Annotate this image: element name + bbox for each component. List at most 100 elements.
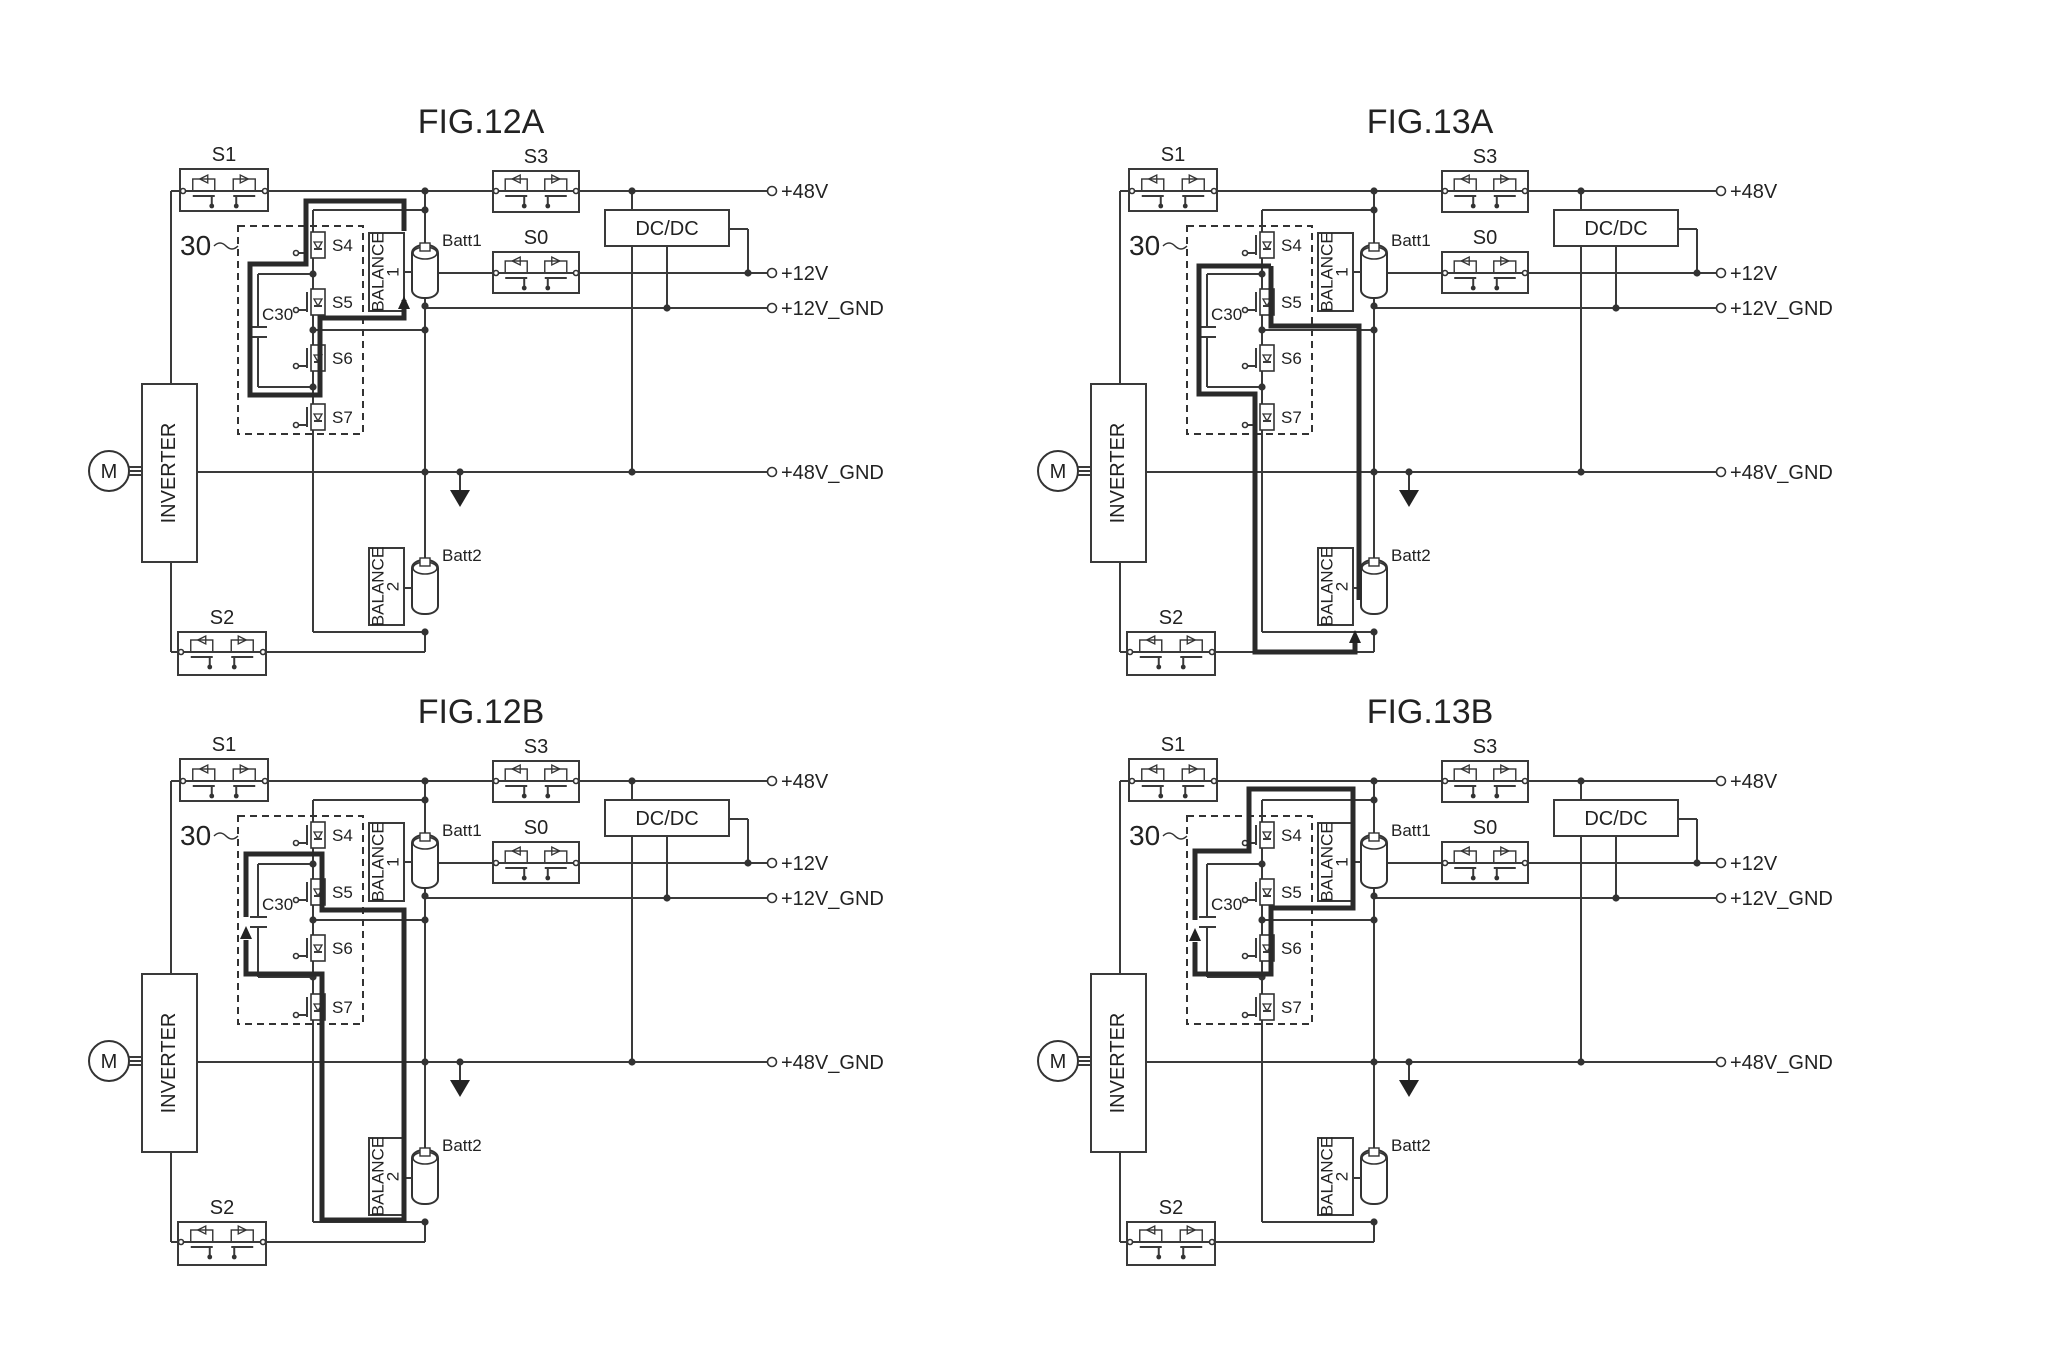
dcdc-converter: DC/DC (604, 799, 730, 837)
junction-dot (1370, 302, 1378, 310)
diode-icon (1188, 763, 1199, 775)
gate-terminal-icon (292, 249, 300, 257)
diode-icon (551, 255, 562, 267)
capacitor-label: C30 (1211, 305, 1242, 324)
junction-dot (421, 1058, 429, 1066)
terminal-label-48v_gnd: +48V_GND (1730, 1052, 1833, 1074)
switch-label-s4: S4 (1281, 826, 1302, 845)
terminal-icon (1715, 1056, 1727, 1068)
motor-label: M (1050, 461, 1067, 483)
terminal-label-12v_gnd: +12V_GND (1730, 298, 1833, 320)
gate-terminal-icon (233, 793, 239, 799)
diode-icon (1145, 1224, 1156, 1236)
mosfet-icon (1179, 1224, 1203, 1260)
balance-number: 1 (1333, 267, 1352, 276)
diode-icon (312, 298, 324, 308)
diode-icon (510, 255, 521, 267)
dcdc-label: DC/DC (635, 808, 698, 830)
junction-dot (421, 206, 429, 214)
switch-label-s6: S6 (1281, 939, 1302, 958)
gate-terminal-icon (292, 362, 300, 370)
diode-icon (1261, 241, 1273, 251)
inverter: INVERTER (1090, 383, 1147, 563)
junction-dot (663, 894, 671, 902)
mosfet-icon (1181, 763, 1205, 799)
inverter-box (1090, 973, 1147, 1153)
battery-label: Batt2 (1391, 1136, 1431, 1155)
battery-label: Batt1 (442, 821, 482, 840)
diode-icon (312, 944, 324, 954)
gate-terminal-icon (1241, 249, 1249, 257)
gate-terminal-icon (521, 203, 527, 209)
battery-label: Batt1 (442, 231, 482, 250)
junction-dot (744, 269, 752, 277)
mosfet-icon (1179, 634, 1203, 670)
mosfet-icon (292, 231, 326, 259)
current-direction-arrow-icon (1189, 928, 1201, 941)
inverter-box (141, 973, 198, 1153)
switch-label-s4: S4 (332, 826, 353, 845)
gate-terminal-icon (1241, 306, 1249, 314)
switch-label: S3 (524, 736, 548, 758)
switch-s3: S3 (492, 146, 580, 213)
gate-terminal-icon (1156, 1254, 1162, 1260)
gate-terminal-icon (1470, 285, 1476, 291)
figure-title: FIG.13B (1367, 693, 1494, 731)
gate-terminal-icon (1470, 793, 1476, 799)
highlighted-current-path (243, 851, 325, 917)
junction-dot (421, 468, 429, 476)
switch-label: S0 (1473, 227, 1497, 249)
diode-icon (1188, 173, 1199, 185)
diode-icon (239, 763, 250, 775)
gate-terminal-icon (292, 1011, 300, 1019)
gate-terminal-icon (292, 896, 300, 904)
gate-terminal-icon (521, 793, 527, 799)
switch-s1: S1 (179, 144, 269, 212)
junction-dot (1370, 628, 1378, 636)
battery-2: Batt2 (1360, 1136, 1431, 1205)
dcdc-box (604, 209, 730, 247)
diode-icon (1500, 763, 1511, 775)
mosfet-icon (1241, 878, 1275, 906)
inverter-label: INVERTER (1107, 1013, 1129, 1114)
ground-icon (450, 1080, 470, 1097)
switch-s0: S0 (1441, 227, 1529, 294)
junction-dot (421, 916, 429, 924)
junction-dot (421, 302, 429, 310)
capacitor-label: C30 (262, 895, 293, 914)
battery-label: Batt1 (1391, 821, 1431, 840)
switch-label-s5: S5 (1281, 883, 1302, 902)
diode-icon (1145, 634, 1156, 646)
balance-box (1317, 232, 1354, 312)
gate-terminal-icon (545, 203, 551, 209)
switch-label-s5: S5 (332, 293, 353, 312)
mosfet-icon (1453, 255, 1477, 291)
motor: M (1037, 450, 1079, 492)
mosfet-icon (292, 288, 326, 316)
diode-icon (196, 1224, 207, 1236)
motor: M (1037, 1040, 1079, 1082)
inverter-label: INVERTER (158, 1013, 180, 1114)
junction-dot (1577, 1058, 1585, 1066)
junction-dot (1258, 326, 1266, 334)
switch-s2: S2 (1126, 607, 1216, 676)
switch-label: S0 (1473, 817, 1497, 839)
balance-box (1317, 822, 1354, 902)
terminal-label-48v: +48V (1730, 771, 1778, 793)
junction-dot (309, 326, 317, 334)
junction-dot (1693, 859, 1701, 867)
junction-dot (456, 1058, 464, 1066)
balance-number: 2 (1333, 1172, 1352, 1181)
ground-icon (1399, 1080, 1419, 1097)
highlighted-current-path (1196, 263, 1358, 655)
gate-terminal-icon (231, 1254, 237, 1260)
terminal-icon (1715, 185, 1727, 197)
diode-icon (1147, 763, 1158, 775)
mosfet-icon (1241, 231, 1275, 259)
motor: M (88, 450, 130, 492)
module-ref-label: 30 (180, 820, 211, 851)
terminal-icon (766, 302, 778, 314)
switch-label-s7: S7 (1281, 998, 1302, 1017)
gate-terminal-icon (209, 203, 215, 209)
